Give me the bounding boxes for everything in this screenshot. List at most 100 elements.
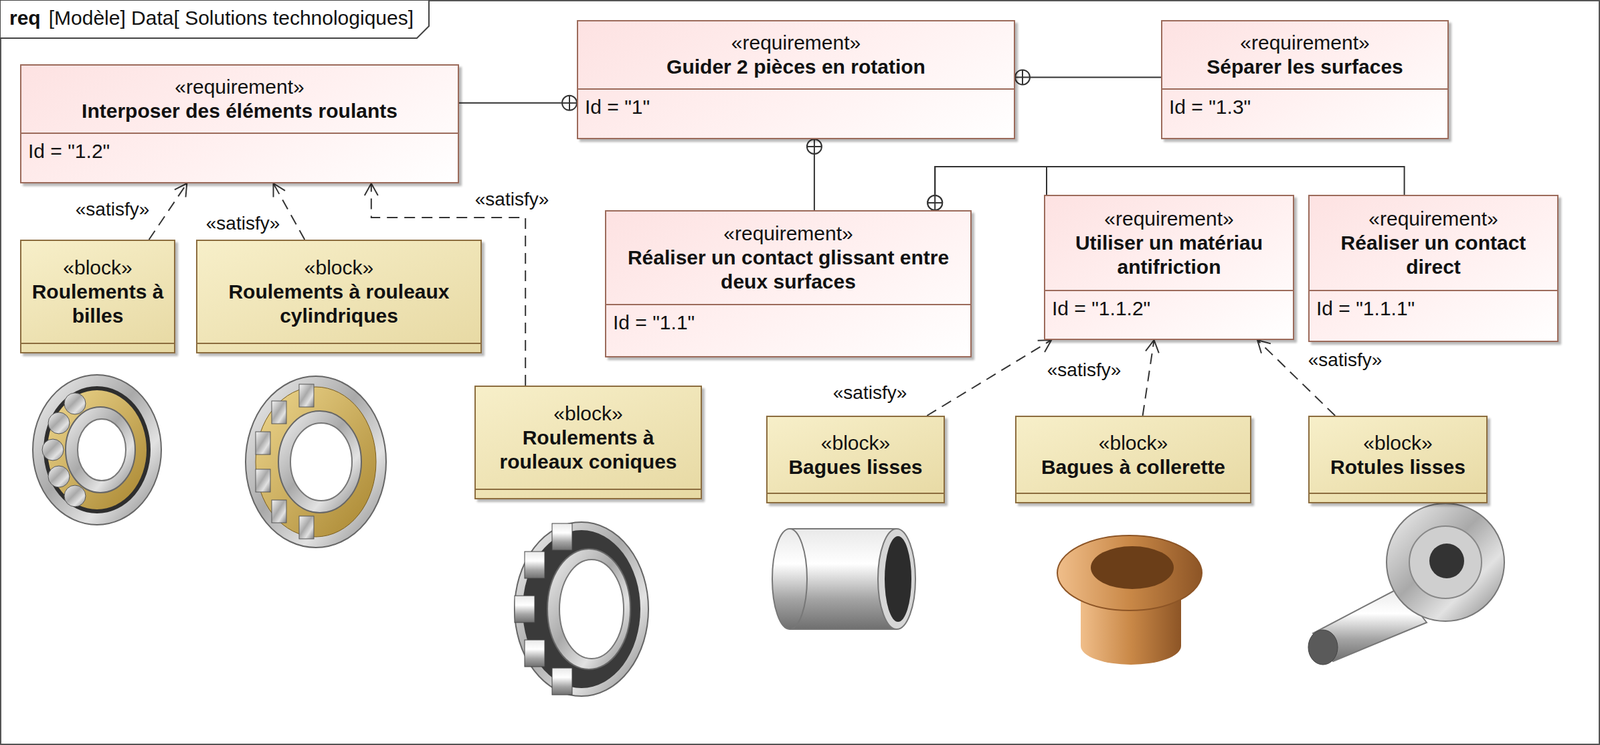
diagram-kind: req bbox=[9, 6, 41, 29]
stereotype: «requirement» bbox=[1104, 206, 1234, 231]
stereotype: «requirement» bbox=[174, 74, 304, 100]
stereotype: «requirement» bbox=[1239, 30, 1370, 55]
open-arrowhead bbox=[174, 183, 187, 198]
id-text: Id = "1" bbox=[584, 95, 1008, 120]
box-compartment bbox=[21, 342, 174, 352]
containment-cross bbox=[927, 202, 943, 204]
containment-connector bbox=[459, 95, 577, 111]
box-header: «requirement»Guider 2 pièces en rotation bbox=[578, 21, 1014, 90]
bore bbox=[290, 422, 352, 501]
containment-cross bbox=[807, 145, 822, 148]
element-name: Réaliser un contact glissant entre deux … bbox=[612, 245, 964, 294]
open-arrowhead bbox=[1145, 339, 1160, 353]
box-header: «block»Rotules lisses bbox=[1309, 416, 1487, 493]
id-text: Id = "1.1.1" bbox=[1316, 296, 1551, 321]
box-compartment bbox=[1016, 492, 1251, 502]
rod-end-picture bbox=[1308, 503, 1505, 665]
roller bbox=[524, 551, 545, 579]
satisfy-connector bbox=[149, 183, 188, 240]
edge-label: «satisfy» bbox=[1305, 349, 1386, 371]
edge-label: «satisfy» bbox=[472, 188, 553, 211]
requirement-box: «requirement»Réaliser un contact glissan… bbox=[604, 210, 972, 358]
stereotype: «block» bbox=[553, 401, 623, 426]
roller bbox=[552, 523, 573, 551]
requirement-box: «requirement»Séparer les surfacesId = "1… bbox=[1161, 20, 1449, 140]
bush-bottom bbox=[1080, 627, 1182, 665]
ball-bearing-picture bbox=[32, 374, 162, 525]
open-arrowhead bbox=[273, 183, 286, 198]
roller bbox=[255, 431, 271, 455]
box-compartment: Id = "1.3" bbox=[1162, 89, 1448, 138]
containment-cross bbox=[1021, 69, 1024, 85]
stereotype: «block» bbox=[62, 255, 132, 280]
element-name: Roulements à rouleaux coniques bbox=[482, 425, 694, 474]
inner-ring bbox=[278, 410, 362, 513]
containment-connector bbox=[1015, 69, 1162, 85]
diagram-name: [Modèle] Data[ Solutions technologiques] bbox=[48, 6, 414, 29]
edge-label: «satisfy» bbox=[72, 198, 153, 221]
box-header: «block»Roulements à billes bbox=[21, 240, 174, 343]
box-header: «block»Bagues lisses bbox=[767, 416, 944, 493]
box-header: «requirement»Utiliser un matériau antifr… bbox=[1045, 196, 1293, 292]
roller bbox=[514, 595, 535, 623]
element-name: Rotules lisses bbox=[1330, 455, 1466, 480]
stereotype: «block» bbox=[821, 430, 891, 456]
box-compartment bbox=[197, 342, 481, 352]
block-box: «block»Bagues lisses bbox=[766, 415, 945, 504]
id-text: Id = "1.1.2" bbox=[1051, 296, 1287, 321]
element-name: Guider 2 pièces en rotation bbox=[666, 54, 926, 79]
roller bbox=[552, 667, 573, 695]
bore bbox=[559, 559, 624, 659]
requirement-box: «requirement»Réaliser un contact directI… bbox=[1308, 194, 1559, 342]
box-header: «block»Roulements à rouleaux coniques bbox=[475, 386, 701, 489]
containment-circle bbox=[927, 195, 943, 211]
requirement-box: «requirement»Guider 2 pièces en rotation… bbox=[576, 20, 1016, 140]
box-header: «block»Roulements à rouleaux cylindrique… bbox=[197, 240, 481, 343]
containment-circle bbox=[562, 95, 577, 111]
block-box: «block»Roulements à billes bbox=[20, 239, 176, 354]
cylindrical-roller-bearing-picture bbox=[245, 376, 387, 548]
edge-label: «satisfy» bbox=[830, 382, 911, 404]
ball bbox=[64, 392, 86, 415]
roller bbox=[255, 469, 271, 492]
element-name: Utiliser un matériau antifriction bbox=[1051, 230, 1287, 280]
cage bbox=[255, 386, 377, 537]
box-compartment: Id = "1.1" bbox=[606, 305, 971, 357]
box-header: «requirement»Interposer des éléments rou… bbox=[21, 65, 458, 134]
id-text: Id = "1.2" bbox=[28, 139, 452, 164]
connector-line bbox=[934, 166, 1404, 196]
requirement-box: «requirement»Utiliser un matériau antifr… bbox=[1043, 194, 1295, 340]
containment-cross bbox=[927, 202, 943, 204]
stereotype: «block» bbox=[304, 255, 374, 280]
block-box: «block»Rotules lisses bbox=[1308, 415, 1488, 504]
element-name: Interposer des éléments roulants bbox=[81, 99, 398, 124]
stereotype: «requirement» bbox=[731, 30, 861, 55]
containment-cross bbox=[568, 95, 571, 111]
block-box: «block»Roulements à rouleaux cylindrique… bbox=[196, 239, 482, 354]
box-header: «requirement»Réaliser un contact direct bbox=[1309, 196, 1558, 292]
ball bbox=[48, 465, 70, 488]
ball bbox=[48, 412, 70, 434]
stereotype: «block» bbox=[1098, 430, 1168, 456]
ball bbox=[64, 485, 86, 507]
stereotype: «requirement» bbox=[1368, 206, 1498, 231]
containment-connector bbox=[807, 139, 822, 211]
box-compartment: Id = "1.1.2" bbox=[1045, 291, 1293, 339]
satisfy-connector bbox=[1142, 339, 1160, 416]
connector-line bbox=[459, 102, 563, 104]
containment-circle bbox=[807, 139, 822, 154]
connector-line bbox=[813, 153, 816, 211]
threaded-end bbox=[1308, 629, 1338, 665]
roller bbox=[271, 499, 287, 523]
bore bbox=[1429, 543, 1465, 579]
element-name: Bagues à collerette bbox=[1041, 455, 1226, 480]
flanged-bush-picture bbox=[1057, 535, 1202, 665]
open-arrowhead bbox=[1037, 339, 1052, 352]
outer-ring bbox=[32, 374, 162, 525]
box-header: «requirement»Séparer les surfaces bbox=[1162, 21, 1448, 90]
frame-tab bbox=[0, 0, 429, 39]
connector-line bbox=[149, 183, 188, 240]
edge-label: «satisfy» bbox=[1044, 359, 1125, 381]
